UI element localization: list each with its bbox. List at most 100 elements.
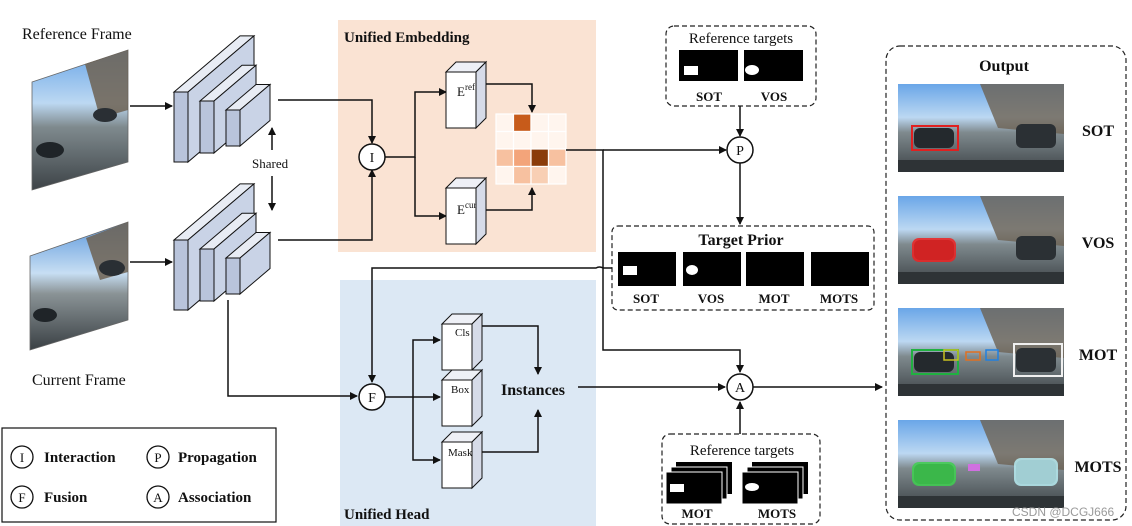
cur-to-interaction-arrow <box>278 169 376 241</box>
prior-label-sot: SOT <box>633 291 659 306</box>
ecur-to-heatmap-arrow <box>486 187 536 211</box>
svg-text:Mask: Mask <box>448 447 473 459</box>
prior-mask-vos <box>683 252 741 286</box>
legend-association: A Association <box>146 485 252 509</box>
to-eref-arrow <box>385 88 447 158</box>
interaction-node: I <box>358 143 386 171</box>
target-prior-title: Target Prior <box>698 232 783 249</box>
svg-text:I: I <box>370 151 375 166</box>
cls-head: Cls <box>440 312 484 372</box>
heatmap-cell <box>495 113 515 133</box>
fusion-node: F <box>358 383 386 411</box>
ref-target-sot-mask <box>679 50 738 81</box>
eref-to-heatmap-arrow <box>486 83 536 113</box>
svg-text:Cls: Cls <box>455 327 470 339</box>
svg-text:F: F <box>368 391 376 406</box>
svg-text:Eref: Eref <box>457 82 475 99</box>
output-mot-label: MOT <box>1079 347 1118 364</box>
heatmap-cell <box>530 113 550 133</box>
ref-target-mot-mask <box>665 462 732 505</box>
output-vos-image <box>898 196 1064 284</box>
association-node: A <box>726 373 754 401</box>
heatmap-cell <box>530 165 550 185</box>
reference-frame-label: Reference Frame <box>22 26 132 43</box>
current-frame-image <box>29 221 129 351</box>
svg-text:Association: Association <box>178 490 252 506</box>
heatmap-cell <box>512 113 532 133</box>
e-ref-encoder: Eref <box>444 60 488 130</box>
heatmap-cell <box>547 165 567 185</box>
heatmap-cell <box>547 130 567 150</box>
svg-text:Propagation: Propagation <box>178 450 258 466</box>
heatmap-to-association-arrow <box>566 149 744 373</box>
prior-mask-sot <box>618 252 676 286</box>
output-panel <box>885 45 1127 521</box>
backbone-layer <box>224 83 272 148</box>
heatmap-cell <box>512 130 532 150</box>
correlation-heatmap <box>495 113 567 185</box>
unified-embedding-title: Unified Embedding <box>344 30 470 46</box>
svg-text:Ecur: Ecur <box>457 200 476 217</box>
prior-label-vos: VOS <box>698 291 724 306</box>
output-sot-image <box>898 84 1064 172</box>
output-title: Output <box>979 58 1029 75</box>
backbone-layer <box>224 231 272 296</box>
ref-target-sot-label: SOT <box>696 89 722 104</box>
ref-target-vos-mask <box>744 50 803 81</box>
shared-label: Shared <box>252 156 289 171</box>
prior-mask-mots <box>811 252 869 286</box>
heatmap-cell <box>530 148 550 168</box>
to-ecur-arrow <box>414 157 447 220</box>
output-mots-image <box>898 420 1064 508</box>
reference-frame-image <box>31 49 129 191</box>
svg-text:I: I <box>20 450 24 465</box>
current-backbone <box>172 182 272 312</box>
ref-to-interaction-arrow <box>278 99 376 144</box>
svg-text:Interaction: Interaction <box>44 450 116 466</box>
ref-target-mots-mask <box>741 462 808 505</box>
output-mot-image <box>898 308 1064 396</box>
svg-text:F: F <box>18 490 25 505</box>
reference-backbone <box>172 34 272 164</box>
prior-to-fusion-arrow <box>368 266 612 383</box>
heatmap-cell <box>495 148 515 168</box>
heatmap-cell <box>547 113 567 133</box>
svg-text:P: P <box>736 144 744 159</box>
ref-target-mots-label: MOTS <box>758 506 796 521</box>
fusion-to-cls-arrow <box>385 336 441 398</box>
reference-targets-bottom-box <box>661 433 821 525</box>
heatmap-cell <box>512 165 532 185</box>
cls-to-instances-arrow <box>482 325 542 375</box>
svg-text:P: P <box>154 450 161 465</box>
prior-mask-mot <box>746 252 804 286</box>
prior-label-mots: MOTS <box>820 291 858 306</box>
reference-targets-bottom-title: Reference targets <box>690 443 794 459</box>
svg-text:Fusion: Fusion <box>44 490 88 506</box>
heatmap-cell <box>495 130 515 150</box>
legend-propagation: P Propagation <box>146 445 258 469</box>
output-sot-label: SOT <box>1082 123 1114 140</box>
watermark: CSDN @DCGJ666 <box>1012 505 1115 519</box>
fusion-to-mask-arrow <box>412 397 441 464</box>
heatmap-cell <box>547 148 567 168</box>
e-cur-encoder: Ecur <box>444 176 488 246</box>
propagation-node: P <box>726 136 754 164</box>
svg-text:A: A <box>735 381 746 396</box>
legend-box <box>1 427 277 523</box>
svg-text:A: A <box>153 490 163 505</box>
output-vos-label: VOS <box>1082 235 1115 252</box>
prior-label-mot: MOT <box>758 291 789 306</box>
mask-to-instances-arrow <box>482 409 542 453</box>
box-head: Box <box>440 368 484 428</box>
legend-fusion: F Fusion <box>10 485 88 509</box>
ref-target-vos-label: VOS <box>761 89 787 104</box>
unified-head-title: Unified Head <box>344 507 430 523</box>
heatmap-cell <box>530 130 550 150</box>
instances-label: Instances <box>501 382 565 399</box>
heatmap-cell <box>495 165 515 185</box>
svg-text:Box: Box <box>451 384 470 396</box>
legend-interaction: I Interaction <box>10 445 116 469</box>
heatmap-cell <box>512 148 532 168</box>
